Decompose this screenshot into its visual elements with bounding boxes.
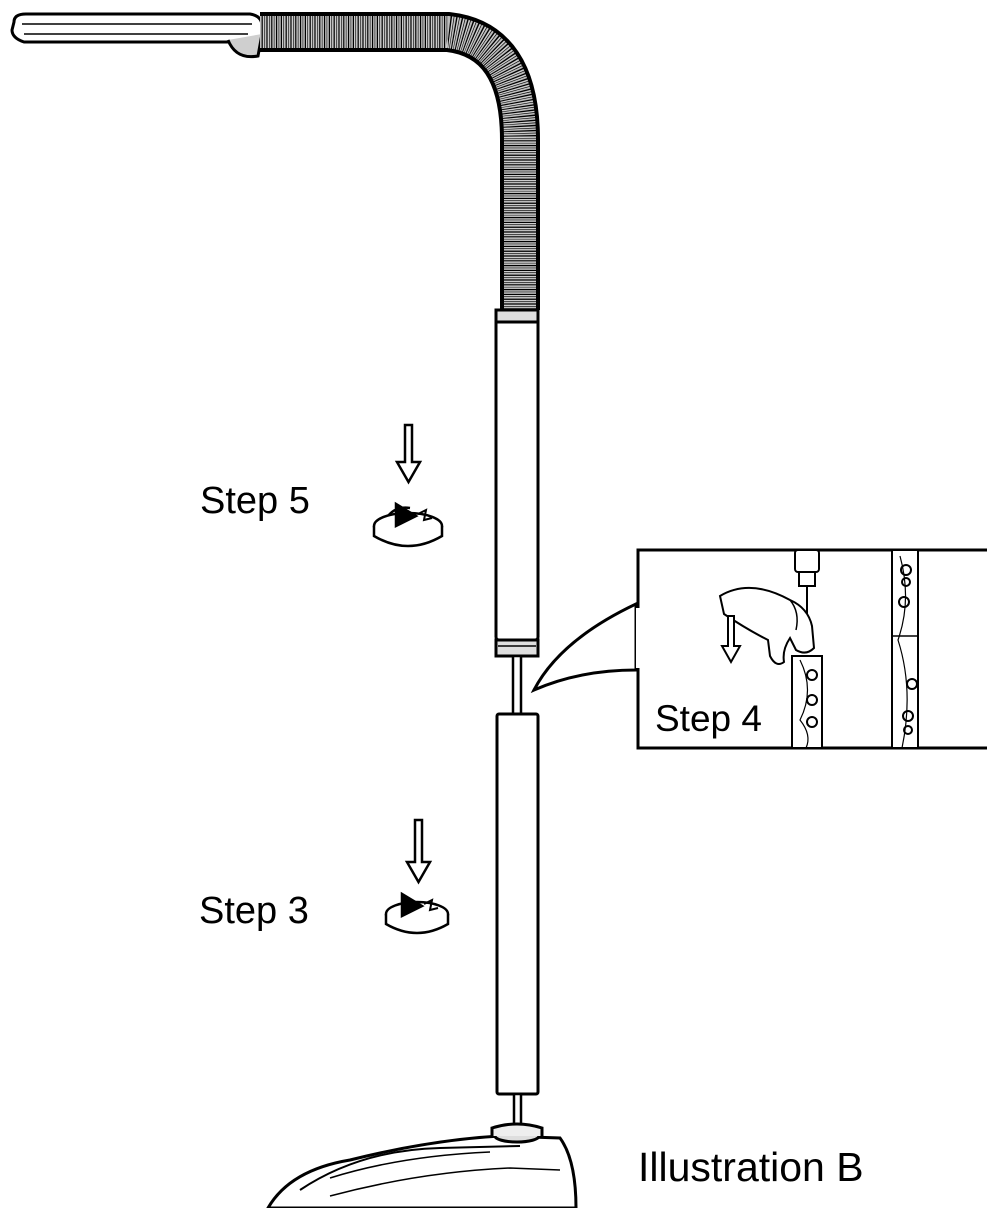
illustration-caption: Illustration B — [638, 1144, 864, 1190]
down-arrow-icon — [394, 423, 423, 485]
twist-rotate-icon — [372, 501, 444, 548]
down-arrow-icon — [404, 818, 433, 885]
lamp-base — [266, 1122, 578, 1208]
step4-label: Step 4 — [655, 698, 762, 739]
step3-label: Step 3 — [199, 890, 309, 932]
down-arrow-icon — [720, 615, 742, 665]
step5-label: Step 5 — [200, 480, 310, 522]
lamp-head — [10, 12, 264, 59]
connector-rod-upper — [511, 654, 523, 716]
gooseneck — [260, 12, 540, 310]
upper-tube — [494, 308, 540, 658]
twist-rotate-icon — [384, 891, 450, 935]
cord-detail-left — [791, 549, 823, 749]
cord-detail-right — [891, 549, 919, 749]
lower-tube — [495, 712, 540, 1096]
hand-icon — [718, 586, 816, 665]
